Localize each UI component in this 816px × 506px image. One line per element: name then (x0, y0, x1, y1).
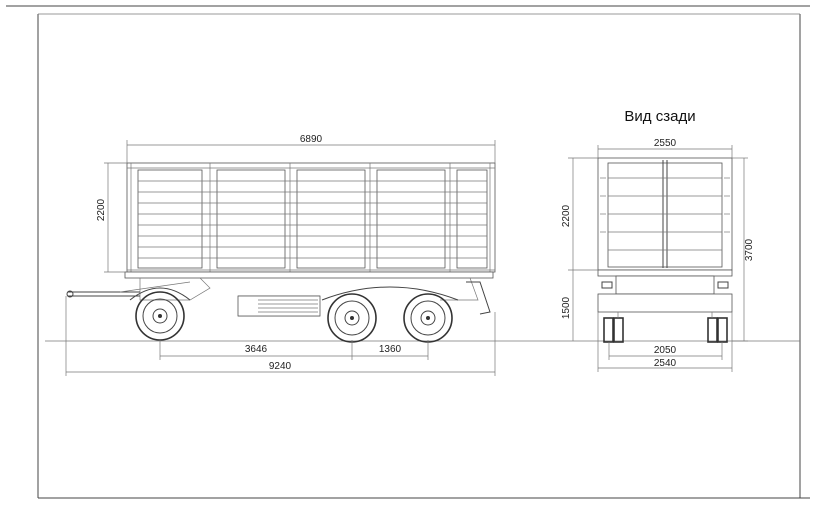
dim-side-body-height: 2200 (96, 198, 107, 221)
rear-view (597, 157, 733, 343)
dim-axle-front-rear: 3646 (245, 344, 268, 355)
drawbar (66, 281, 191, 298)
rear-plate-area (615, 275, 715, 295)
side-dimensions: 6890 2200 3646 1360 9240 (65, 134, 496, 376)
rear-view-wheels (603, 312, 728, 343)
dim-axle-spacing: 1360 (379, 344, 402, 355)
dim-rear-body-height: 2200 (561, 204, 572, 227)
side-panel (456, 169, 488, 269)
dim-overall-length: 9240 (269, 361, 292, 372)
side-panel (296, 169, 366, 269)
dim-rear-body-width: 2550 (654, 138, 677, 149)
rear-wheel-2 (403, 293, 453, 343)
side-panel (137, 169, 203, 269)
dim-overall-width: 2540 (654, 358, 677, 369)
side-panel (216, 169, 286, 269)
toolbox (237, 295, 321, 317)
side-panels (137, 169, 488, 269)
rear-bumper (597, 293, 733, 313)
rear-view-title: Вид сзади (624, 108, 695, 125)
dim-body-length: 6890 (300, 134, 323, 145)
front-wheel (135, 291, 185, 341)
dim-track-width: 2050 (654, 345, 677, 356)
side-view (66, 162, 496, 343)
chassis-frame (124, 271, 494, 279)
dim-frame-height: 1500 (561, 296, 572, 319)
rear-wheel-1 (327, 293, 377, 343)
dim-overall-height: 3700 (744, 238, 755, 261)
side-panel (376, 169, 446, 269)
sheet-frame (6, 5, 810, 499)
rear-dimensions: 2550 2200 1500 3700 2050 2540 (561, 138, 755, 372)
